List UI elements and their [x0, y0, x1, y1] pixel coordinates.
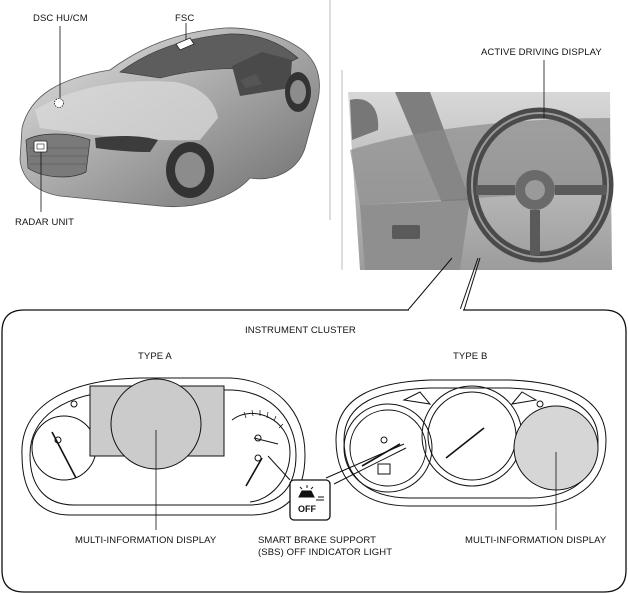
- sbs-leader-lines: [267, 443, 407, 485]
- car-leader-lines: [40, 23, 187, 212]
- label-active-driving-display: ACTIVE DRIVING DISPLAY: [481, 47, 602, 58]
- sbs-off-text: OFF: [298, 504, 316, 514]
- fsc-marker-icon: [175, 37, 195, 51]
- label-sbs-line1: SMART BRAKE SUPPORT: [258, 535, 377, 546]
- cluster-type-a: [21, 377, 306, 516]
- label-sbs-line2: (SBS) OFF INDICATOR LIGHT: [258, 547, 393, 558]
- dsc-marker-icon: [54, 98, 64, 108]
- sbs-indicator-box: [289, 479, 331, 521]
- label-mid-right: MULTI-INFORMATION DISPLAY: [465, 535, 607, 546]
- mid-leader-lines: [155, 430, 557, 530]
- zoom-lines: [407, 257, 481, 311]
- label-type-b: TYPE B: [453, 351, 488, 362]
- sbs-car-icon: [298, 485, 324, 501]
- car-illustration: [19, 27, 320, 208]
- label-radar-unit: RADAR UNIT: [15, 217, 75, 228]
- cluster-type-b: [335, 379, 607, 507]
- label-instrument-cluster: INSTRUMENT CLUSTER: [245, 325, 356, 336]
- label-dsc-hu-cm: DSC HU/CM: [33, 13, 88, 24]
- label-mid-left: MULTI-INFORMATION DISPLAY: [75, 535, 217, 546]
- label-type-a: TYPE A: [138, 351, 172, 362]
- label-fsc: FSC: [175, 13, 195, 24]
